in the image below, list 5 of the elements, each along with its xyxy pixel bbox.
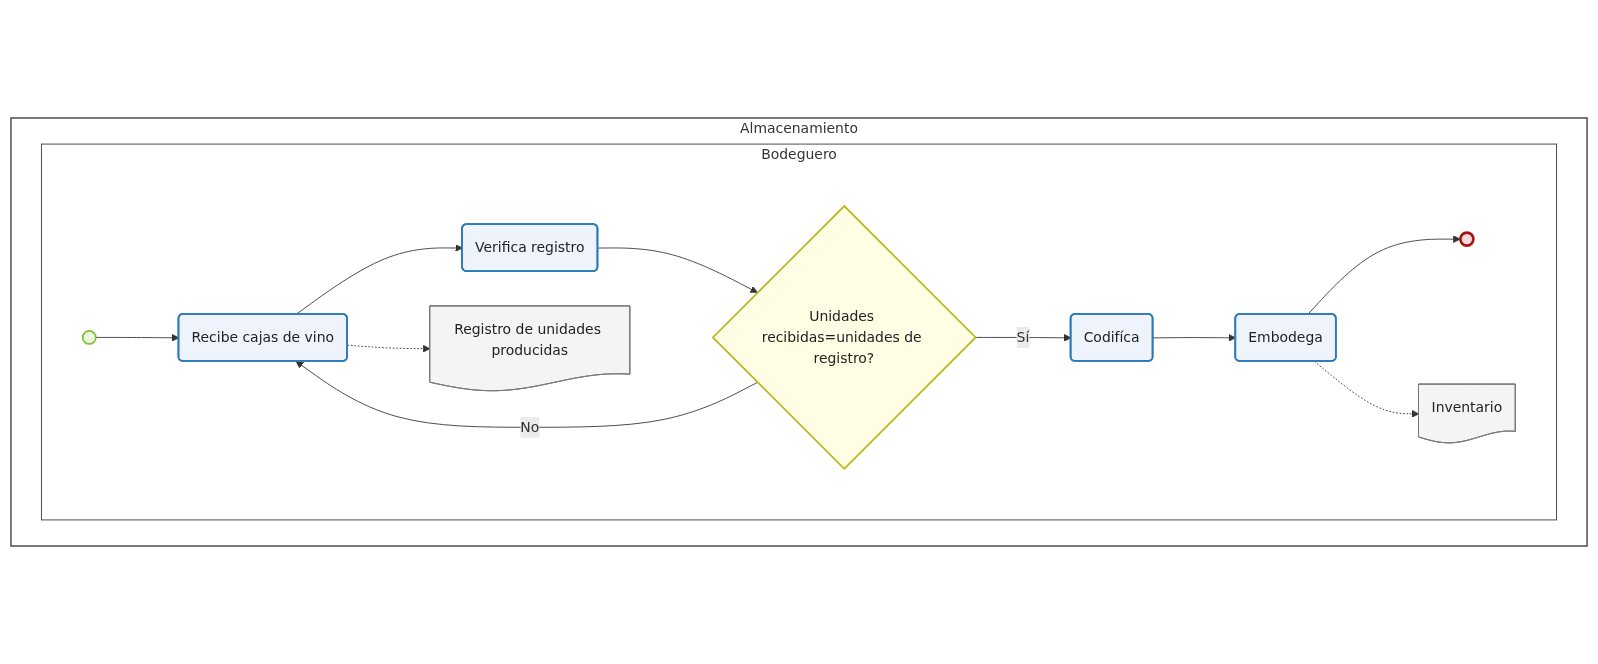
edge-label: No xyxy=(520,418,540,436)
node-diamond: Unidades recibidas=unidades de registro? xyxy=(711,204,977,471)
node-circle xyxy=(81,330,97,345)
edge-label: Sí xyxy=(1016,328,1030,346)
node-circle xyxy=(1459,231,1475,247)
